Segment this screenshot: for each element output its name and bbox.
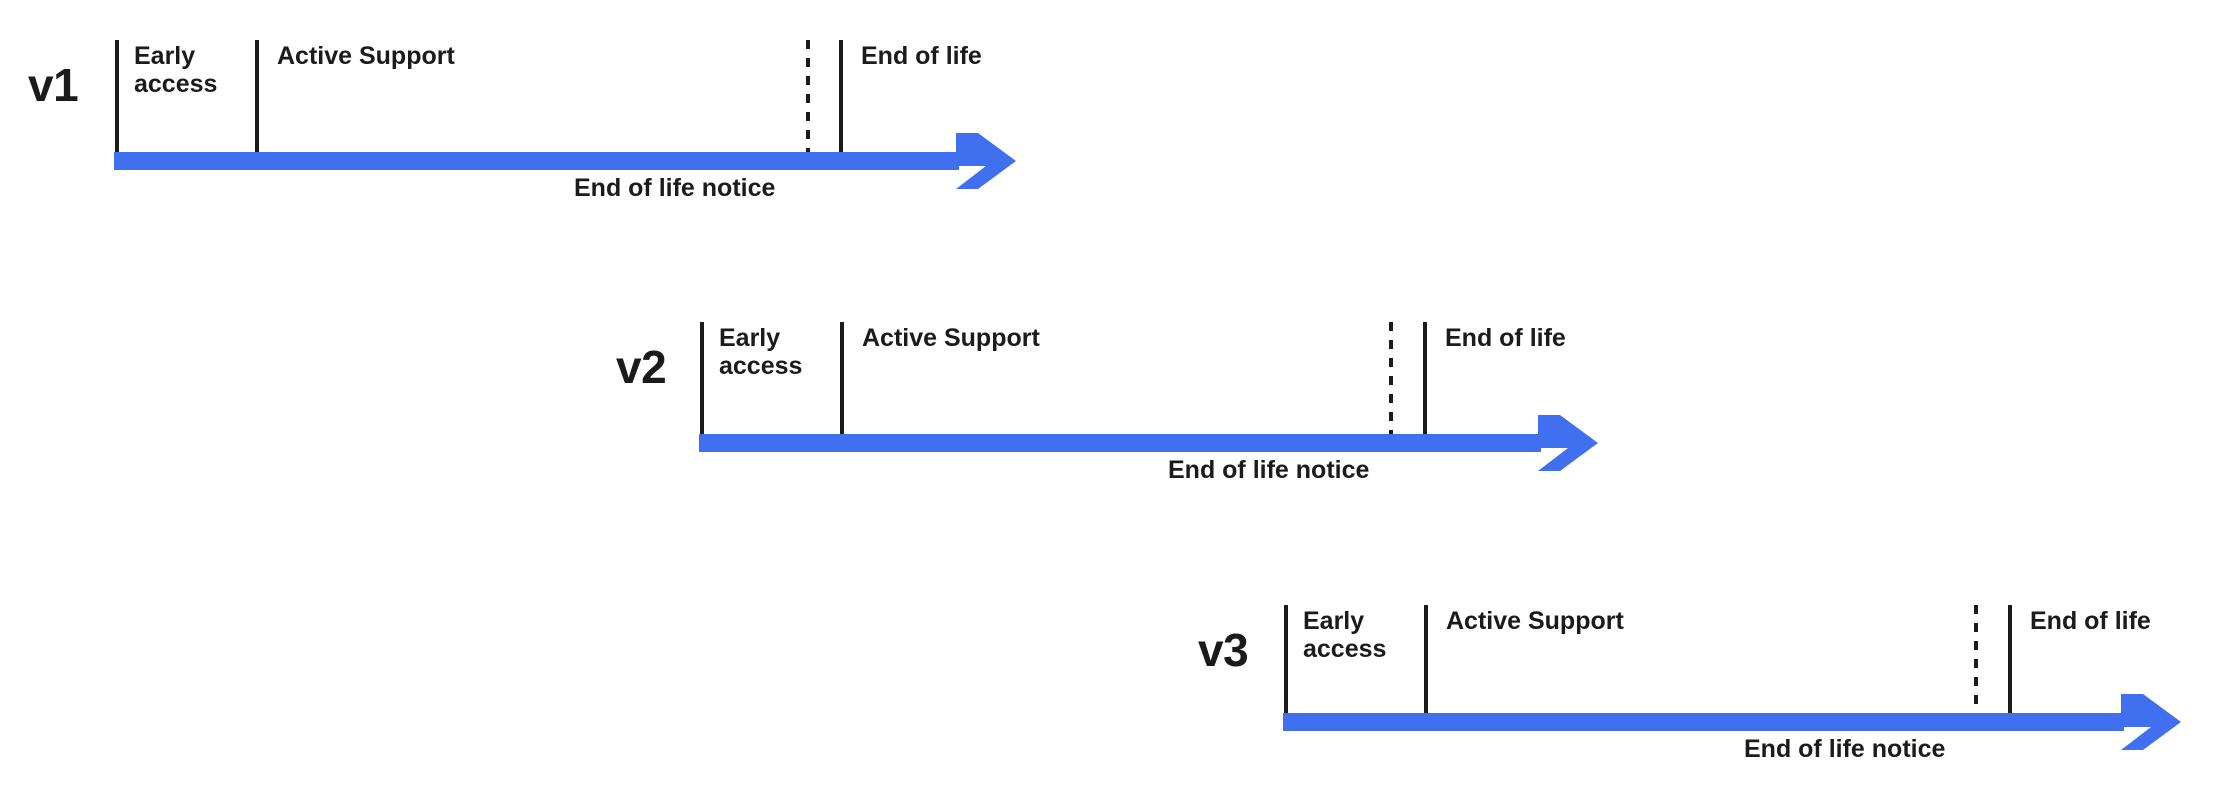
phase-boundary-active-support-start-v3	[1424, 605, 1428, 715]
phase-label-early-access-v3: Early access	[1303, 607, 1387, 663]
phase-boundary-active-support-start-v2	[840, 322, 844, 434]
phase-boundary-end-of-life-start-v3	[2008, 605, 2012, 715]
version-label-v2: v2	[616, 341, 667, 393]
version-label-v1: v1	[28, 59, 79, 111]
phase-label-end-of-life-v2: End of life	[1445, 324, 1566, 352]
notice-label-v2: End of life notice	[1168, 456, 1370, 484]
timeline-arrow-v3[interactable]	[1283, 694, 2181, 750]
phase-boundary-end-of-life-start-v1	[839, 40, 843, 152]
phase-boundary-eol-notice-v1	[806, 40, 810, 152]
phase-label-active-support-v1: Active Support	[277, 42, 455, 70]
notice-label-v3: End of life notice	[1744, 735, 1946, 763]
phase-boundary-end-of-life-start-v2	[1423, 322, 1427, 434]
phase-boundary-eol-notice-v3	[1974, 605, 1978, 715]
phase-label-active-support-v3: Active Support	[1446, 607, 1624, 635]
phase-label-active-support-v2: Active Support	[862, 324, 1040, 352]
phase-label-early-access-v1: Early access	[134, 42, 218, 98]
phase-boundary-early-access-start-v1	[115, 40, 119, 152]
version-label-v3: v3	[1198, 624, 1249, 676]
timeline-arrow-v2[interactable]	[699, 415, 1598, 471]
phase-boundary-active-support-start-v1	[255, 40, 259, 152]
phase-boundary-early-access-start-v2	[700, 322, 704, 434]
phase-boundary-early-access-start-v3	[1284, 605, 1288, 715]
phase-boundary-eol-notice-v2	[1389, 322, 1393, 434]
phase-label-end-of-life-v1: End of life	[861, 42, 982, 70]
phase-label-early-access-v2: Early access	[719, 324, 803, 380]
timeline-arrow-v1[interactable]	[114, 133, 1016, 189]
notice-label-v1: End of life notice	[574, 174, 776, 202]
phase-label-end-of-life-v3: End of life	[2030, 607, 2151, 635]
